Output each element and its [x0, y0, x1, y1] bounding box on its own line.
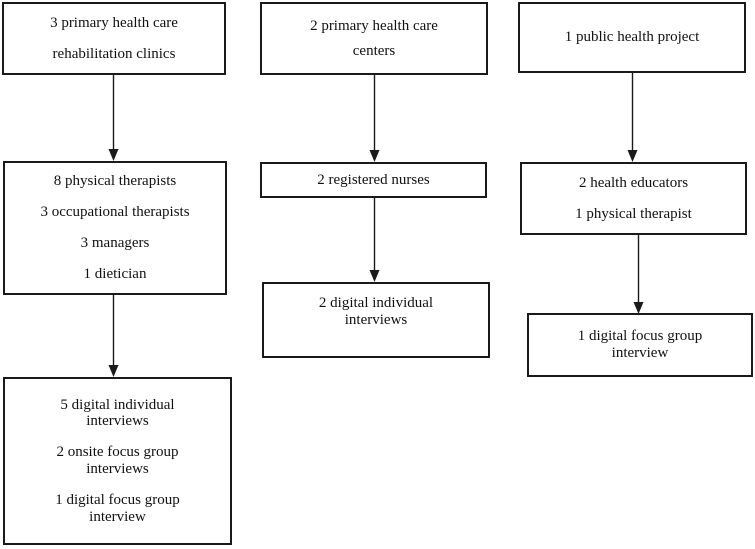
node-text-line: 2 onsite focus group interviews: [56, 444, 179, 477]
arrow-col3-node2-to-node3: [630, 235, 647, 314]
node-rehabilitation-clinic-interviews: 5 digital individual interviews 2 onsite…: [3, 377, 232, 545]
node-text-line: 2 health educators: [578, 174, 689, 191]
node-text-line: 5 digital individual interviews: [60, 396, 175, 430]
node-text-line: 2 registered nurses: [317, 171, 430, 188]
node-text-line: rehabilitation clinics: [52, 45, 176, 62]
node-text-line: 1 digital focus group interview: [577, 328, 703, 361]
node-text-line: 1 dietician: [83, 265, 147, 282]
node-text-line: 3 occupational therapists: [40, 204, 190, 221]
node-public-health-project-participants: 2 health educators 1 physical therapist: [520, 162, 747, 235]
node-registered-nurses: 2 registered nurses: [260, 162, 487, 198]
arrow-col1-node2-to-node3: [105, 295, 122, 377]
node-rehabilitation-clinic-participants: 8 physical therapists 3 occupational the…: [3, 161, 227, 295]
node-text-line: centers: [352, 42, 396, 59]
node-text-line: 8 physical therapists: [53, 173, 177, 190]
node-text-line: 1 physical therapist: [575, 205, 692, 222]
node-text-line: 3 managers: [80, 235, 150, 251]
arrow-col2-node1-to-node2: [366, 75, 383, 162]
node-health-care-center-interviews: 2 digital individual interviews: [262, 282, 490, 358]
node-primary-health-care-centers: 2 primary health care centers: [260, 2, 488, 75]
node-text-line: 1 public health project: [564, 29, 700, 46]
node-text-line: 2 primary health care: [310, 17, 438, 34]
node-text-line: 2 digital individual interviews: [318, 295, 434, 328]
arrow-col1-node1-to-node2: [105, 75, 122, 161]
arrow-col2-node2-to-node3: [366, 198, 383, 282]
arrow-col3-node1-to-node2: [624, 73, 641, 162]
node-public-health-project: 1 public health project: [518, 2, 746, 73]
node-text-line: 3 primary health care: [50, 14, 178, 31]
node-text-line: 1 digital focus group interview: [55, 491, 180, 525]
node-primary-health-care-rehabilitation-clinics: 3 primary health care rehabilitation cli…: [2, 2, 226, 75]
node-public-health-project-interview: 1 digital focus group interview: [527, 313, 753, 377]
